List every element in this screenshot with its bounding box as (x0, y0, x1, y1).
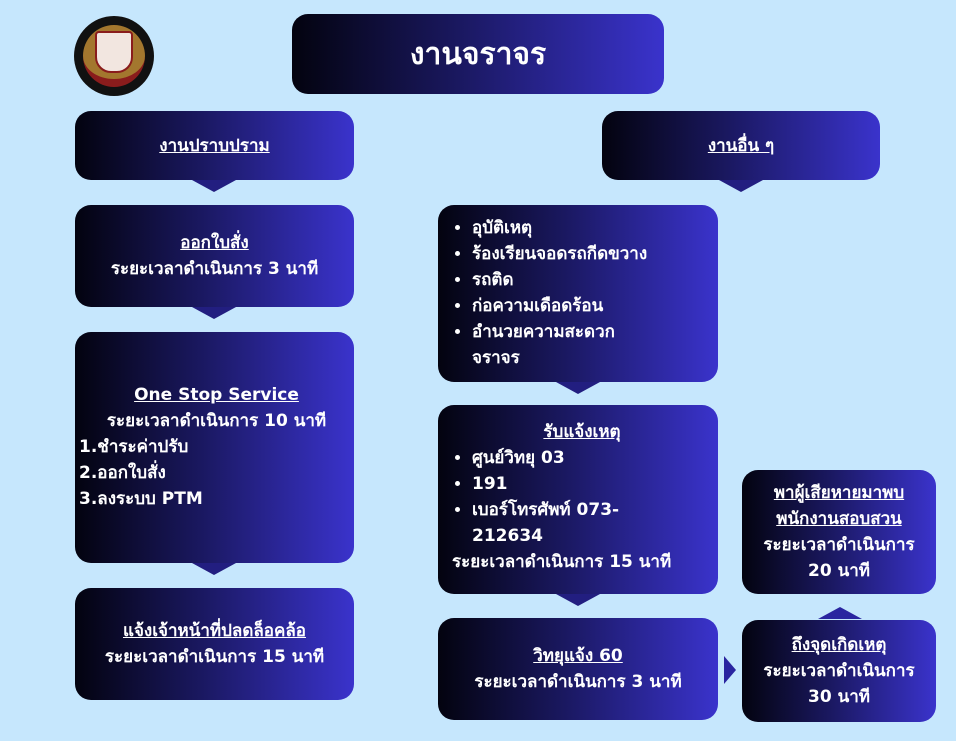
arrow-right-icon (724, 656, 736, 684)
unlock-title: แจ้งเจ้าหน้าที่ปลดล็อคล้อ (123, 621, 306, 641)
incident-item: รถติด (472, 267, 710, 293)
channel-item: ศูนย์วิทยุ 03 (472, 445, 712, 471)
step-item: 1.ชำระค่าปรับ (79, 437, 189, 457)
unlock-time: ระยะเวลาดำเนินการ 15 นาที (104, 647, 325, 667)
arrow-down-icon (192, 563, 236, 575)
ticket-box: ออกใบสั่ง ระยะเวลาดำเนินการ 3 นาที (75, 205, 354, 307)
report-box: รับแจ้งเหตุ ศูนย์วิทยุ 03 191 เบอร์โทรศั… (438, 405, 718, 594)
ticket-title: ออกใบสั่ง (180, 233, 249, 253)
arrow-down-icon (719, 180, 763, 192)
report-channels: ศูนย์วิทยุ 03 191 เบอร์โทรศัพท์ 073-2126… (452, 445, 712, 549)
other-heading: งานอื่น ๆ (707, 135, 775, 156)
investigator-title-2: พนักงานสอบสวน (776, 509, 902, 529)
title-box: งานจราจร (292, 14, 664, 94)
arrow-down-icon (192, 307, 236, 319)
incident-item: อุบัติเหตุ (472, 215, 710, 241)
one-stop-time: ระยะเวลาดำเนินการ 10 นาที (106, 411, 327, 431)
incident-item: ร้องเรียนจอดรถกีดขวาง (472, 241, 710, 267)
unlock-box: แจ้งเจ้าหน้าที่ปลดล็อคล้อ ระยะเวลาดำเนิน… (75, 588, 354, 700)
arrow-down-icon (556, 594, 600, 606)
investigator-title-1: พาผู้เสียหายมาพบ (773, 483, 905, 503)
channel-item: เบอร์โทรศัพท์ 073-212634 (472, 497, 622, 549)
channel-item: 191 (472, 471, 712, 497)
ticket-time: ระยะเวลาดำเนินการ 3 นาที (110, 259, 319, 279)
incident-item: ก่อความเดือดร้อน (472, 293, 710, 319)
report-title: รับแจ้งเหตุ (543, 422, 621, 442)
suppression-heading: งานปราบปราม (159, 135, 270, 156)
radio-title: วิทยุแจ้ง 60 (533, 646, 623, 666)
step-item: 2.ออกใบสั่ง (79, 463, 166, 483)
step-item: 3.ลงระบบ PTM (79, 489, 203, 509)
arrow-up-icon (818, 607, 862, 619)
scene-time-2: 30 นาที (808, 687, 870, 707)
report-time: ระยะเวลาดำเนินการ 15 นาที (452, 552, 672, 572)
scene-time-1: ระยะเวลาดำเนินการ (763, 661, 915, 681)
radio-time: ระยะเวลาดำเนินการ 3 นาที (474, 672, 682, 692)
investigator-time-2: 20 นาที (808, 561, 870, 581)
one-stop-box: One Stop Service ระยะเวลาดำเนินการ 10 นา… (75, 332, 354, 563)
incident-item: อำนวยความสะดวกจราจร (472, 319, 662, 371)
suppression-heading-box: งานปราบปราม (75, 111, 354, 180)
radio-box: วิทยุแจ้ง 60 ระยะเวลาดำเนินการ 3 นาที (438, 618, 718, 720)
incidents-box: อุบัติเหตุ ร้องเรียนจอดรถกีดขวาง รถติด ก… (438, 205, 718, 382)
police-logo (74, 16, 154, 96)
other-heading-box: งานอื่น ๆ (602, 111, 880, 180)
arrow-down-icon (192, 180, 236, 192)
scene-title: ถึงจุดเกิดเหตุ (791, 635, 887, 655)
page-title: งานจราจร (409, 36, 547, 72)
investigator-time-1: ระยะเวลาดำเนินการ (763, 535, 915, 555)
arrow-down-icon (556, 382, 600, 394)
scene-box: ถึงจุดเกิดเหตุ ระยะเวลาดำเนินการ 30 นาที (742, 620, 936, 722)
investigator-box: พาผู้เสียหายมาพบ พนักงานสอบสวน ระยะเวลาด… (742, 470, 936, 594)
incident-list: อุบัติเหตุ ร้องเรียนจอดรถกีดขวาง รถติด ก… (438, 215, 710, 371)
one-stop-title: One Stop Service (134, 385, 299, 405)
